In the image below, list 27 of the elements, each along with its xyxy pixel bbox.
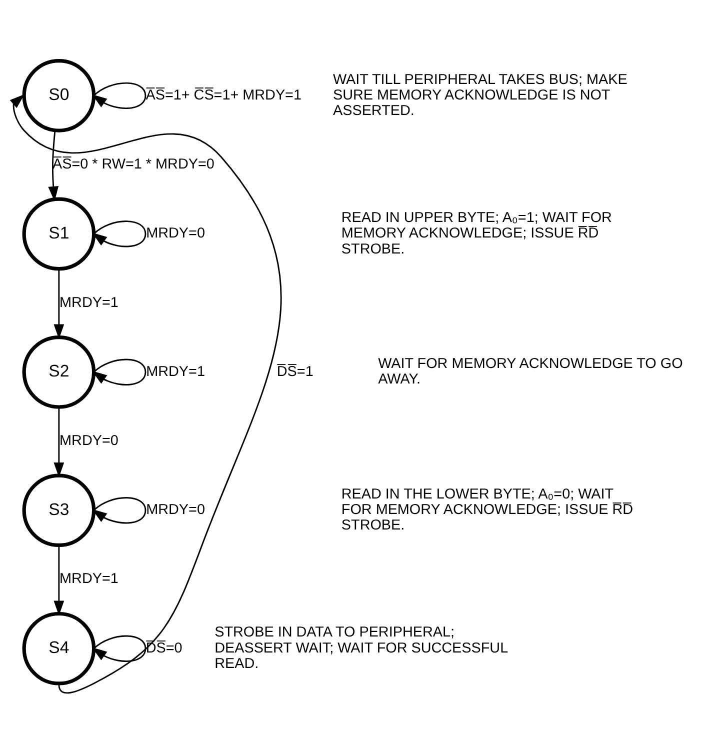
label: READ IN UPPER BYTE; A₀=1; WAIT FOR MEMORY ACKNOWLEDGE; ISSUE R̅D̅ STROBE.: [341, 210, 612, 258]
node-circle: S4: [22, 612, 96, 686]
edge-label: MRDY=0: [146, 502, 205, 518]
edge-label: D̅S̅=1: [276, 364, 314, 380]
node-circle: S3: [22, 474, 96, 548]
node-circle: S0: [22, 59, 96, 132]
label: STROBE IN DATA TO PERIPHERAL; DEASSERT WAIT; WAIT FOR SUCCESSFUL READ.: [214, 624, 508, 672]
arrow: [92, 220, 146, 248]
edge-label: D̅S̅=0: [146, 640, 182, 656]
label: WAIT TILL PERIPHERAL TAKES BUS; MAKE SURE MEMORY ACKNOWLEDGE IS NOT ASSERTED.: [333, 72, 628, 120]
arrow: [92, 635, 146, 662]
label: READ IN THE LOWER BYTE; A₀=0; WAIT FOR MEMORY ACKNOWLEDGE; ISSUE R̅D̅ STROBE.: [341, 486, 634, 534]
arrow: [54, 407, 64, 478]
label: WAIT FOR MEMORY ACKNOWLEDGE TO GO AWAY.: [378, 356, 683, 388]
edge-label: MRDY=1: [146, 364, 205, 380]
edge-label: MRDY=1: [60, 294, 118, 311]
arrow: [92, 358, 146, 386]
edge-label: MRDY=0: [146, 226, 205, 242]
node-circle: S1: [22, 197, 96, 271]
node-circle: S2: [22, 335, 96, 409]
arrow: [10, 94, 282, 693]
edge-label: MRDY=0: [60, 432, 118, 449]
edge-label: MRDY=1: [60, 571, 118, 588]
arrow: [48, 130, 59, 202]
arrow: [92, 497, 146, 524]
edge-label: A̅S̅=1+ C̅S̅=1+ MRDY=1: [146, 87, 302, 104]
arrow: [92, 82, 146, 109]
